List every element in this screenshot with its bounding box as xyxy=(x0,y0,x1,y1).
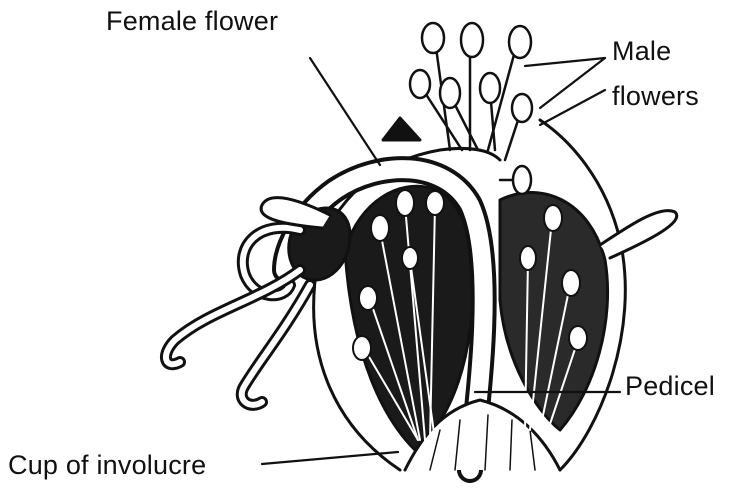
label-male-flowers-line1: Male xyxy=(612,38,671,65)
leader-male-2 xyxy=(540,58,605,108)
bract-right xyxy=(600,211,677,258)
leader-male-1 xyxy=(525,58,605,66)
label-cup-of-involucre: Cup of involucre xyxy=(8,452,206,479)
gland xyxy=(383,118,420,140)
leader-male-3 xyxy=(540,90,605,125)
label-male-flowers-line2: flowers xyxy=(612,83,699,110)
label-pedicel: Pedicel xyxy=(625,373,715,400)
leader-female xyxy=(310,58,380,165)
leader-cup xyxy=(262,452,398,464)
label-female-flower: Female flower xyxy=(106,8,278,35)
